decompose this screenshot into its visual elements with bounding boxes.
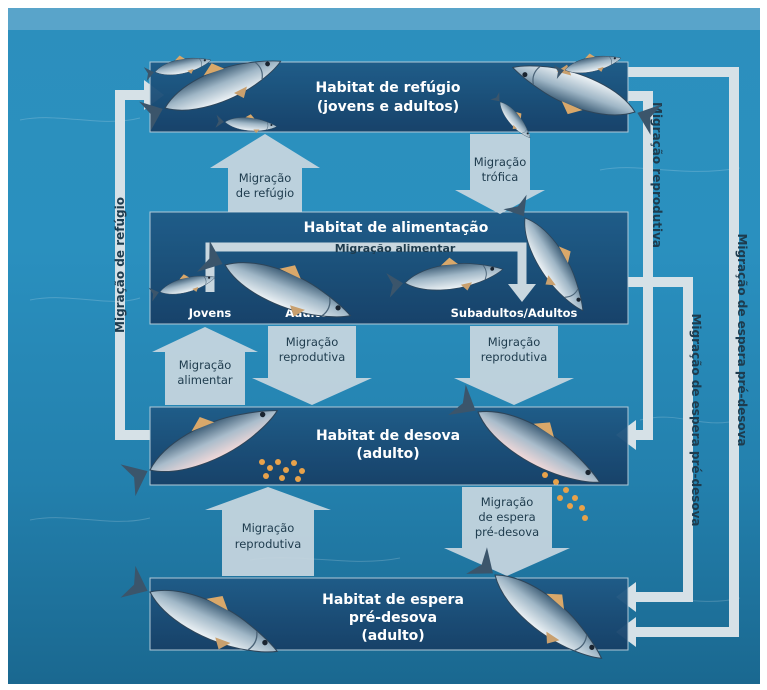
svg-text:Migração: Migração	[286, 335, 339, 349]
svg-text:reprodutiva: reprodutiva	[481, 350, 548, 364]
habitat-espera-title: Habitat de espera	[322, 592, 464, 608]
water-surface	[8, 8, 760, 30]
svg-text:Migração: Migração	[179, 358, 232, 372]
left-refugio-label: Migração de refúgio	[113, 197, 127, 333]
svg-text:pré-desova: pré-desova	[475, 525, 539, 539]
svg-text:reprodutiva: reprodutiva	[235, 537, 302, 551]
label-subadultos: Subadultos/Adultos	[451, 306, 578, 320]
svg-text:Migração: Migração	[474, 155, 527, 169]
inner-alimentar-label: Migração alimentar	[335, 242, 456, 255]
habitat-refugio-title: Habitat de refúgio	[316, 80, 461, 96]
svg-text:Migração: Migração	[488, 335, 541, 349]
svg-text:alimentar: alimentar	[177, 373, 233, 387]
habitat-espera-line2: pré-desova	[349, 610, 437, 626]
habitat-alimentacao-title: Habitat de alimentação	[304, 220, 489, 236]
svg-text:Migração: Migração	[239, 171, 292, 185]
label-jovens: Jovens	[188, 306, 232, 320]
habitat-refugio-subtitle: (jovens e adultos)	[317, 99, 459, 115]
right-espera-outer-label: Migração de espera pré-desova	[735, 233, 749, 446]
right-espera-mid-label: Migração de espera pré-desova	[689, 313, 703, 526]
habitat-espera-line3: (adulto)	[361, 628, 424, 644]
svg-text:de espera: de espera	[478, 510, 535, 524]
svg-text:Migração: Migração	[242, 521, 295, 535]
svg-text:Migração: Migração	[481, 495, 534, 509]
svg-text:trófica: trófica	[482, 170, 519, 184]
right-reprodutiva-label: Migração reprodutiva	[650, 102, 664, 248]
svg-text:reprodutiva: reprodutiva	[279, 350, 346, 364]
habitat-desova-subtitle: (adulto)	[356, 446, 419, 462]
habitat-desova-title: Habitat de desova	[316, 428, 460, 444]
svg-text:de refúgio: de refúgio	[236, 186, 294, 200]
